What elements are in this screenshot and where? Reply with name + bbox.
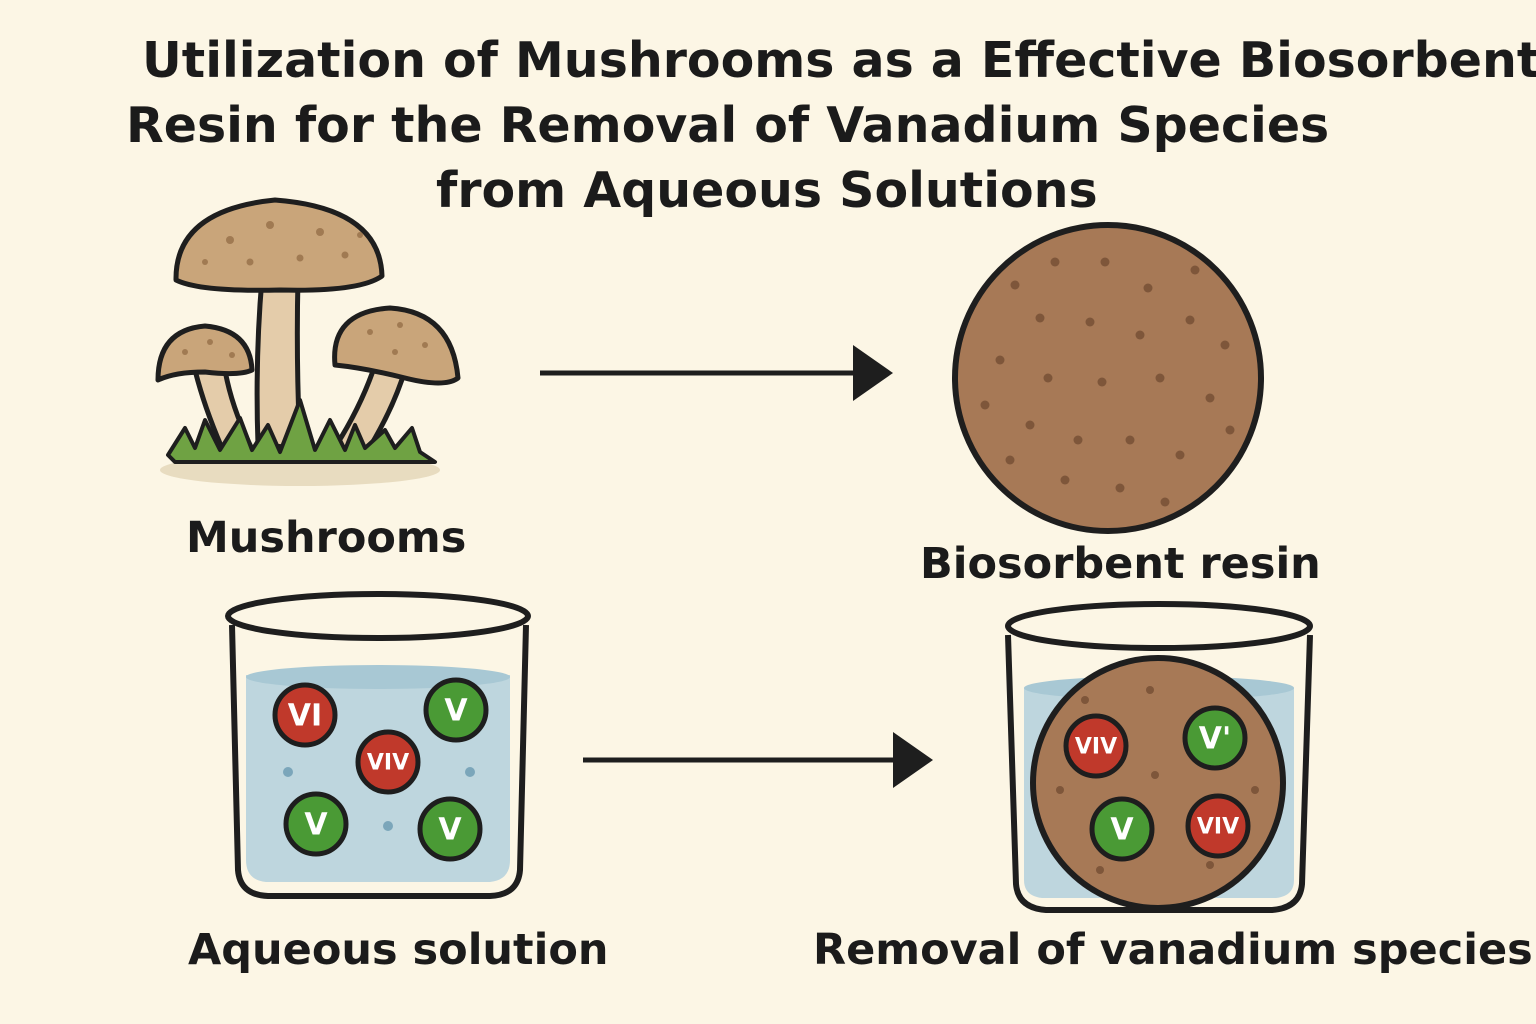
beaker-body-2 [1005, 634, 1313, 913]
biosorbent-resin-ball [952, 222, 1264, 534]
resin-pore [1115, 483, 1125, 493]
ion-label: VI [288, 699, 322, 734]
resin-pore [1155, 373, 1165, 383]
arrow-solution-to-removal [583, 732, 933, 788]
water-bubbles [283, 767, 475, 831]
resin-pore [1035, 313, 1045, 323]
resin-pore [1220, 340, 1230, 350]
title-line-2: Resin for the Removal of Vanadium Specie… [126, 97, 1330, 154]
resin-pore [1005, 455, 1015, 465]
cap-spots [182, 221, 428, 358]
center-mushroom-cap [173, 197, 385, 293]
resin-pore [995, 355, 1005, 365]
resin-pore [1010, 280, 1020, 290]
ion-label: VIV [1197, 815, 1239, 840]
vanadium-ion: VIV [355, 729, 421, 795]
vanadium-ion: V [283, 791, 349, 857]
resin-in-beaker [1030, 655, 1286, 911]
resin-pores [980, 257, 1235, 507]
resin-pore [980, 400, 990, 410]
resin-pore [1025, 420, 1035, 430]
resin-pore [1205, 393, 1215, 403]
label-removal: Removal of vanadium species [813, 925, 1533, 975]
resin-pore [1175, 450, 1185, 460]
vanadium-ion: V' [1182, 705, 1248, 771]
resin-pore [1143, 283, 1153, 293]
resin-pore [1100, 257, 1110, 267]
ion-label: V [438, 813, 462, 848]
resin-pore [1125, 435, 1135, 445]
vanadium-ion: V [1089, 796, 1155, 862]
ion-label: VIV [367, 751, 409, 776]
resin-pore [1151, 771, 1159, 779]
title-line-1: Utilization of Mushrooms as a Effective … [142, 32, 1536, 89]
label-aqueous-solution: Aqueous solution [188, 925, 609, 975]
beaker-removal: VIV V' V VIV [1005, 601, 1313, 913]
resin-pore [1190, 265, 1200, 275]
right-mushroom-cap [332, 305, 461, 386]
resin-pore [1081, 696, 1089, 704]
resin-pore [1085, 317, 1095, 327]
resin-pore [1135, 330, 1145, 340]
label-biosorbent-resin: Biosorbent resin [920, 539, 1321, 589]
ion-label: V [304, 808, 328, 843]
resin-pore [1251, 786, 1259, 794]
resin-pore [1056, 786, 1064, 794]
ion-label: VIV [1075, 735, 1117, 760]
resin-pore [1097, 377, 1107, 387]
resin-pore [1160, 497, 1170, 507]
ion-label: V' [1199, 722, 1231, 757]
resin-pore [1146, 686, 1154, 694]
left-mushroom-cap [155, 323, 255, 383]
resin-pore [1073, 435, 1083, 445]
ion-label: V [1110, 813, 1134, 848]
resin-pore [1225, 425, 1235, 435]
vanadium-ion: VI [272, 682, 338, 748]
resin-ions: VIV V' V VIV [1063, 705, 1251, 862]
vanadium-ion: V [423, 677, 489, 743]
title-line-3: from Aqueous Solutions [436, 162, 1098, 219]
beaker-body [229, 624, 529, 899]
vanadium-ion: VIV [1185, 793, 1251, 859]
arrow-mushrooms-to-resin [540, 345, 893, 401]
resin-pore [1206, 861, 1214, 869]
vanadium-ion: V [417, 796, 483, 862]
beaker-rim-2 [1005, 601, 1313, 651]
resin-pore [1043, 373, 1053, 383]
resin-pore [1060, 475, 1070, 485]
resin-pore [1185, 315, 1195, 325]
resin-pore [1096, 866, 1104, 874]
vanadium-ion: VIV [1063, 713, 1129, 779]
ion-label: V [444, 694, 468, 729]
resin-pore [1050, 257, 1060, 267]
beaker-rim [225, 591, 531, 641]
label-mushrooms: Mushrooms [186, 513, 467, 563]
grass [166, 398, 437, 464]
mushrooms-illustration [155, 197, 461, 486]
